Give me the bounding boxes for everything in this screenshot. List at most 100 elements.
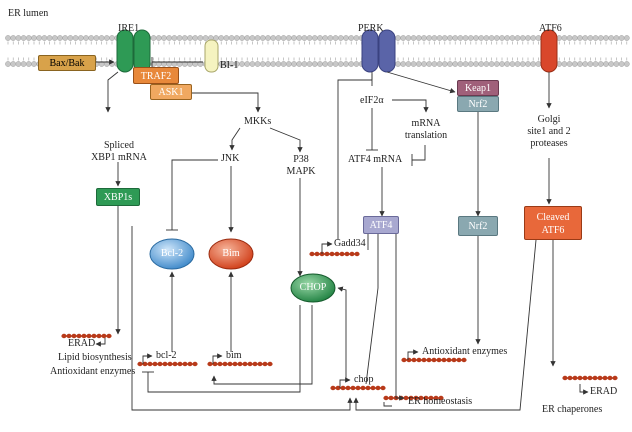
membrane-bead	[197, 35, 204, 41]
membrane-bead	[483, 35, 490, 41]
dna-bead	[232, 361, 238, 367]
membrane-bead	[395, 35, 401, 41]
xbp1s-box: XBP1s	[96, 188, 140, 206]
membrane-bead	[535, 35, 542, 41]
dna-bead	[182, 361, 188, 367]
membrane-bead	[400, 35, 407, 41]
dna-bead	[66, 333, 72, 339]
dna-bead	[309, 251, 315, 257]
membrane-bead	[571, 61, 578, 67]
bim-label: Bim	[222, 248, 240, 259]
golgi-line2: site1 and 2	[527, 126, 571, 137]
membrane-bead	[202, 35, 209, 41]
p38-line2: MAPK	[286, 166, 316, 177]
dna-bead	[354, 251, 360, 257]
dna-bead	[577, 375, 583, 381]
dna-bead	[71, 333, 77, 339]
dna-bead	[222, 361, 228, 367]
membrane-bead	[25, 61, 32, 67]
er-chaperones-label: ER chaperones	[542, 404, 603, 415]
dna-bead	[350, 385, 356, 391]
bim-gene-label: bim	[226, 350, 242, 361]
dna-bead	[582, 375, 588, 381]
membrane-bead	[254, 35, 261, 41]
membrane-bead	[296, 35, 303, 41]
dna-bead	[562, 375, 568, 381]
keap1-box: Keap1	[457, 80, 499, 96]
membrane-bead	[509, 61, 516, 67]
membrane-bead	[452, 35, 459, 41]
dna-bead	[172, 361, 178, 367]
dna-bead	[137, 361, 143, 367]
membrane-bead	[25, 35, 32, 41]
dna-bead	[365, 385, 371, 391]
membrane-bead	[410, 61, 417, 67]
dna-bead	[257, 361, 263, 367]
membrane-bead	[36, 35, 43, 41]
p38-mapk-label: P38 MAPK	[282, 154, 320, 178]
dna-bead	[416, 357, 422, 363]
dna-bead	[162, 361, 168, 367]
membrane-bead	[31, 35, 37, 41]
membrane-bead	[582, 61, 589, 67]
membrane-bead	[421, 35, 427, 41]
dna-bead	[314, 251, 320, 257]
dna-bead	[187, 361, 193, 367]
dna-bead	[329, 251, 335, 257]
membrane-bead	[493, 61, 500, 67]
membrane-bead	[67, 35, 74, 41]
dna-bead	[446, 357, 452, 363]
bi1-label: BI-1	[220, 60, 239, 71]
dna-bead	[96, 333, 102, 339]
atf6-receptor	[540, 29, 558, 73]
dna-bead	[157, 361, 163, 367]
dna-bead	[267, 361, 273, 367]
dna-bead	[406, 357, 412, 363]
dna-bead	[340, 385, 346, 391]
membrane-bead	[348, 61, 355, 67]
membrane-bead	[285, 61, 292, 67]
membrane-bead	[519, 61, 526, 67]
membrane-bead	[525, 35, 531, 41]
dna-bead	[426, 357, 432, 363]
membrane-bead	[618, 61, 625, 67]
mrna-translation-label: mRNA translation	[396, 118, 456, 142]
membrane-bead	[31, 61, 37, 67]
lipid-biosynthesis-label: Lipid biosynthesis	[58, 352, 132, 363]
atf6-label: ATF6	[539, 23, 562, 34]
dna-bead	[192, 361, 198, 367]
dna-bead	[413, 395, 419, 401]
membrane-bead	[306, 35, 313, 41]
membrane-bead	[291, 61, 297, 67]
dna-bead	[456, 357, 462, 363]
membrane-bead	[577, 61, 583, 67]
membrane-bead	[166, 35, 173, 41]
membrane-bead	[400, 61, 407, 67]
spliced-line1: Spliced	[104, 140, 134, 151]
membrane-bead	[415, 61, 422, 67]
dna-bead	[242, 361, 248, 367]
membrane-bead	[51, 35, 58, 41]
dna-bead	[441, 357, 447, 363]
dna-bead	[217, 361, 223, 367]
membrane-bead	[93, 35, 100, 41]
dna-bead	[330, 385, 336, 391]
perk-receptor	[361, 29, 396, 73]
membrane-bead	[265, 35, 271, 41]
membrane-bead	[332, 35, 339, 41]
membrane-bead	[410, 35, 417, 41]
membrane-bead	[187, 35, 193, 41]
dna-bead	[355, 385, 361, 391]
membrane-bead	[405, 35, 412, 41]
membrane-bead	[317, 61, 323, 67]
membrane-bead	[192, 35, 199, 41]
membrane-bead	[98, 35, 105, 41]
mkks-label: MKKs	[244, 116, 272, 127]
membrane-bead	[415, 35, 422, 41]
membrane-bead	[623, 35, 630, 41]
dna-bead	[403, 395, 409, 401]
antioxidant-left-label: Antioxidant enzymes	[50, 366, 136, 377]
dna-bead	[349, 251, 355, 257]
dna-bead	[411, 357, 417, 363]
membrane-bead	[306, 61, 313, 67]
